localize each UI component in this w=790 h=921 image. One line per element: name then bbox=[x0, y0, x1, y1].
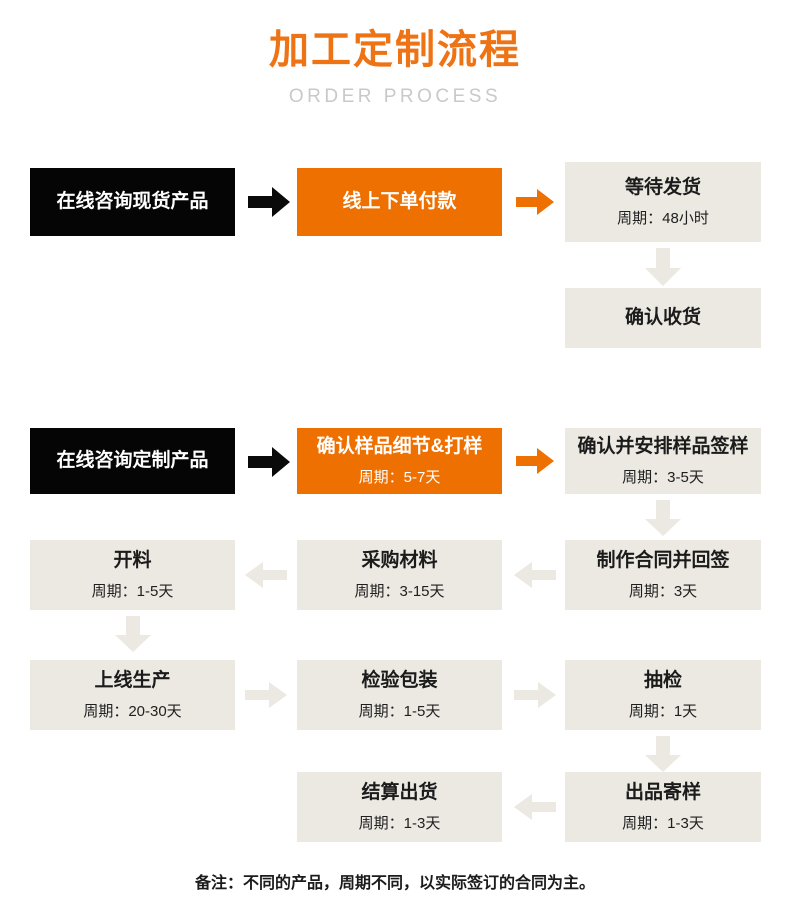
arrow-down-gray-icon bbox=[645, 500, 681, 536]
box-cycle: 周期：5-7天 bbox=[358, 468, 441, 486]
box-title: 等待发货 bbox=[624, 176, 701, 198]
arrow-left-gray-icon bbox=[514, 561, 556, 589]
box-cycle: 周期：1天 bbox=[628, 702, 698, 720]
box-purchase-materials[interactable]: 采购材料 周期：3-15天 bbox=[297, 540, 502, 610]
box-cycle: 周期：1-5天 bbox=[91, 582, 174, 600]
arrow-down-gray-icon bbox=[115, 616, 151, 652]
arrow-right-gray-icon bbox=[245, 681, 287, 709]
box-title: 开料 bbox=[113, 549, 152, 571]
footer-note: 备注：不同的产品，周期不同，以实际签订的合同为主。 bbox=[194, 875, 595, 892]
box-title: 结算出货 bbox=[361, 781, 438, 803]
box-cycle: 周期：3-15天 bbox=[354, 582, 445, 600]
page-subtitle: ORDER PROCESS bbox=[288, 86, 502, 107]
arrow-left-gray-icon bbox=[514, 793, 556, 821]
box-title: 确认收货 bbox=[624, 307, 701, 328]
box-cycle: 周期：48小时 bbox=[617, 209, 709, 227]
arrow-left-gray-icon bbox=[245, 561, 287, 589]
box-title: 在线咨询定制产品 bbox=[56, 450, 209, 471]
box-send-product-sample[interactable]: 出品寄样 周期：1-3天 bbox=[565, 772, 761, 842]
box-cycle: 周期：3-5天 bbox=[622, 468, 704, 486]
box-cycle: 周期：3天 bbox=[628, 582, 698, 600]
box-title: 确认并安排样品签样 bbox=[577, 435, 749, 457]
box-cycle: 周期：1-3天 bbox=[622, 814, 704, 832]
box-wait-shipment[interactable]: 等待发货 周期：48小时 bbox=[565, 162, 761, 242]
box-title: 确认样品细节&打样 bbox=[316, 435, 483, 457]
box-cycle: 周期：20-30天 bbox=[83, 702, 182, 720]
box-online-consult-custom[interactable]: 在线咨询定制产品 bbox=[30, 428, 235, 494]
box-online-order-payment[interactable]: 线上下单付款 bbox=[297, 168, 502, 236]
page-title: 加工定制流程 bbox=[269, 28, 521, 72]
box-start-production[interactable]: 上线生产 周期：20-30天 bbox=[30, 660, 235, 730]
box-inspection-packaging[interactable]: 检验包装 周期：1-5天 bbox=[297, 660, 502, 730]
box-spot-check[interactable]: 抽检 周期：1天 bbox=[565, 660, 761, 730]
box-confirm-receipt[interactable]: 确认收货 bbox=[565, 288, 761, 348]
arrow-down-gray-icon bbox=[645, 248, 681, 286]
box-cycle: 周期：1-5天 bbox=[358, 702, 441, 720]
box-title: 在线咨询现货产品 bbox=[56, 191, 209, 212]
arrow-right-orange-icon bbox=[516, 447, 554, 475]
arrow-right-orange-icon bbox=[516, 188, 554, 216]
box-confirm-sample-detail[interactable]: 确认样品细节&打样 周期：5-7天 bbox=[297, 428, 502, 494]
arrow-right-black-icon bbox=[248, 446, 290, 478]
box-make-contract[interactable]: 制作合同并回签 周期：3天 bbox=[565, 540, 761, 610]
box-title: 出品寄样 bbox=[624, 781, 701, 803]
box-online-consult-stock[interactable]: 在线咨询现货产品 bbox=[30, 168, 235, 236]
box-material-cutting[interactable]: 开料 周期：1-5天 bbox=[30, 540, 235, 610]
arrow-down-gray-icon bbox=[645, 736, 681, 772]
box-arrange-sample-signoff[interactable]: 确认并安排样品签样 周期：3-5天 bbox=[565, 428, 761, 494]
box-title: 采购材料 bbox=[361, 549, 438, 571]
box-title: 检验包装 bbox=[361, 669, 438, 691]
page-header: 加工定制流程 ORDER PROCESS bbox=[0, 24, 790, 112]
arrow-right-gray-icon bbox=[514, 681, 556, 709]
box-cycle: 周期：1-3天 bbox=[358, 814, 441, 832]
box-title: 上线生产 bbox=[94, 669, 171, 691]
box-title: 线上下单付款 bbox=[342, 191, 457, 212]
box-settlement-shipment[interactable]: 结算出货 周期：1-3天 bbox=[297, 772, 502, 842]
box-title: 制作合同并回签 bbox=[596, 549, 730, 571]
arrow-right-black-icon bbox=[248, 186, 290, 218]
box-title: 抽检 bbox=[643, 669, 682, 691]
